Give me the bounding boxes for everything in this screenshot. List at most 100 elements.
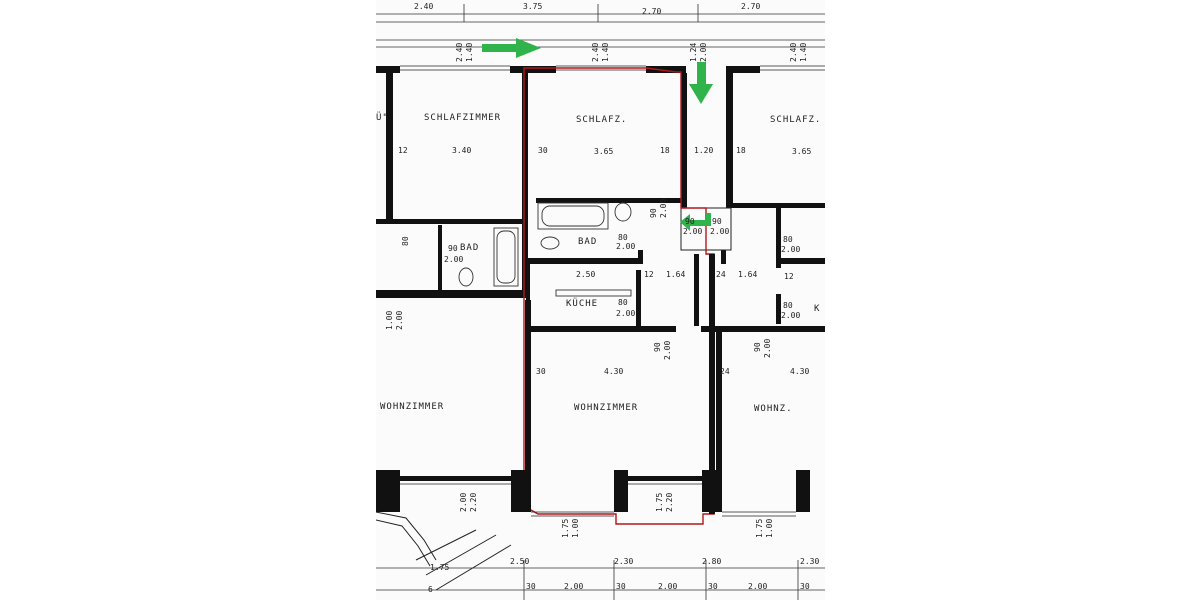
dim-bottom-row-30c: 30 <box>708 582 718 591</box>
dim-left-vert-1: 1.00 <box>385 310 394 330</box>
dim-living-430b: 4.30 <box>790 367 810 376</box>
room-wohnzimmer-center: WOHNZIMMER <box>574 403 639 413</box>
dim-top-4: 2.70 <box>741 2 761 11</box>
room-schlafz-center: SCHLAFZ. <box>576 115 628 125</box>
dim-bottom-row-200a: 2.00 <box>564 582 584 591</box>
dim-window-3b: 2.00 <box>699 42 708 62</box>
dim-win-center-a2: 1.00 <box>571 518 580 538</box>
dim-mid-164b: 1.64 <box>738 270 758 279</box>
dim-right-kitchen-200: 2.00 <box>781 311 801 320</box>
dim-bottom-230b: 2.30 <box>800 557 820 566</box>
room-bad-center: BAD <box>578 237 598 247</box>
bottom-window-sills <box>400 483 796 517</box>
top-window-sills <box>400 65 825 71</box>
dim-mid-12: 12 <box>644 270 654 279</box>
dim-window-1b: 1.40 <box>465 42 474 62</box>
arrow-right-icon <box>482 38 541 58</box>
dim-left-vert-2: 2.00 <box>395 310 404 330</box>
dim-bath-center-80: 80 <box>618 233 628 242</box>
dim-win-center-b1: 1.75 <box>655 492 664 512</box>
room-schlafzimmer: SCHLAFZIMMER <box>424 113 502 123</box>
dim-upper-120: 1.20 <box>694 146 714 155</box>
bath-fixtures <box>458 202 632 297</box>
dim-bath-left-200: 2.00 <box>444 255 464 264</box>
dim-window-2b: 1.40 <box>601 42 610 62</box>
dim-bottom-230a: 2.30 <box>614 557 634 566</box>
dim-mid-24: 24 <box>716 270 726 279</box>
dim-right-200: 2.00 <box>781 245 801 254</box>
dim-win-left-a: 2.00 <box>459 492 468 512</box>
dim-upper-365b: 3.65 <box>792 147 812 156</box>
dim-hall-vert-200: 2.00 <box>663 340 672 360</box>
room-cut-left: Ü" <box>376 113 389 123</box>
dim-kitchen-80: 80 <box>618 298 628 307</box>
interior-walls <box>376 73 825 332</box>
exterior-wall-bottom <box>376 470 810 512</box>
arrow-bend-left-icon <box>680 213 711 231</box>
dim-win-right-a: 1.75 <box>755 518 764 538</box>
dim-right-vert-90: 90 <box>753 342 762 352</box>
dim-top-1: 2.40 <box>414 2 434 11</box>
dim-bottom-row-30a: 30 <box>526 582 536 591</box>
room-k-cut: K <box>814 304 821 314</box>
dim-right-80: 80 <box>783 235 793 244</box>
dim-living-24: 24 <box>720 367 730 376</box>
top-dimension-lines <box>376 4 825 48</box>
dim-hall-200b: 2.00 <box>710 227 730 236</box>
dim-upper-340: 3.40 <box>452 146 472 155</box>
dim-bath-left-90: 90 <box>448 244 458 253</box>
dim-upper-18a: 18 <box>660 146 670 155</box>
dim-win-left-b: 2.20 <box>469 492 478 512</box>
room-wohnzimmer-left: WOHNZIMMER <box>380 402 445 412</box>
dim-upper-12: 12 <box>398 146 408 155</box>
dim-mid-164a: 1.64 <box>666 270 686 279</box>
floor-plan: 2.40 3.75 2.70 2.70 2.40 1.40 2.40 1.40 … <box>376 0 825 600</box>
dim-window-1a: 2.40 <box>455 42 464 62</box>
balcony-left <box>376 511 512 591</box>
dim-hall-vert-90: 90 <box>653 342 662 352</box>
dim-win-center-b2: 2.20 <box>665 492 674 512</box>
dim-bath-center-200: 2.00 <box>616 242 636 251</box>
dim-bottom-250: 2.50 <box>510 557 530 566</box>
dim-hall-90b: 90 <box>712 217 722 226</box>
dim-upper-30: 30 <box>538 146 548 155</box>
floor-plan-drawing <box>376 4 825 600</box>
dim-right-kitchen-80: 80 <box>783 301 793 310</box>
dim-bottom-row-200c: 2.00 <box>748 582 768 591</box>
dim-upper-18b: 18 <box>736 146 746 155</box>
dim-bottom-280: 2.80 <box>702 557 722 566</box>
dim-kitchen-200: 2.00 <box>616 309 636 318</box>
dim-right-vert-200: 2.00 <box>763 338 772 358</box>
dim-stair-200: 2.00 <box>659 198 668 218</box>
room-schlafz-right: SCHLAFZ. <box>770 115 822 125</box>
dim-bottom-row-200b: 2.00 <box>658 582 678 591</box>
dim-window-4b: 1.40 <box>799 42 808 62</box>
arrow-down-icon <box>689 62 713 104</box>
dim-bottom-row-30b: 30 <box>616 582 626 591</box>
dim-bath-left-80: 80 <box>401 236 410 246</box>
dim-top-3: 2.70 <box>642 7 662 16</box>
dim-mid-250: 2.50 <box>576 270 596 279</box>
dim-hall-200a: 2.00 <box>683 227 703 236</box>
exterior-wall-top <box>376 66 760 73</box>
room-kueche: KÜCHE <box>566 299 599 309</box>
dim-top-2: 3.75 <box>523 2 543 11</box>
dim-window-4a: 2.40 <box>789 42 798 62</box>
dim-upper-365a: 3.65 <box>594 147 614 156</box>
dim-win-right-b: 1.00 <box>765 518 774 538</box>
dim-living-430a: 4.30 <box>604 367 624 376</box>
room-wohnz-right: WOHNZ. <box>754 404 793 414</box>
green-arrows <box>482 38 713 231</box>
dim-mid-12b: 12 <box>784 272 794 281</box>
dim-window-2a: 2.40 <box>591 42 600 62</box>
dim-living-30: 30 <box>536 367 546 376</box>
bottom-dimension-lines <box>376 560 825 600</box>
room-bad-left: BAD <box>460 243 480 253</box>
dim-win-center-a1: 1.75 <box>561 518 570 538</box>
dim-window-3a: 1.24 <box>689 42 698 62</box>
dim-bottom-175: 1.75 <box>430 563 450 572</box>
dim-hall-90a: 90 <box>685 217 695 226</box>
dim-stair-90: 90 <box>649 208 658 218</box>
dim-corner-6: 6 <box>428 585 433 594</box>
apartment-walls <box>525 254 722 514</box>
